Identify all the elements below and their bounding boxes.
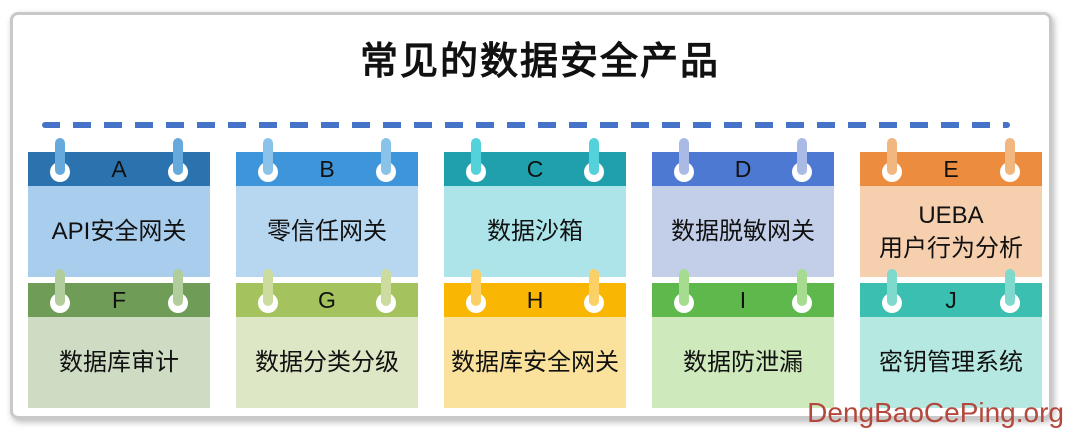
pin-stem: [55, 138, 65, 175]
card-letter: D: [734, 155, 752, 182]
card: B 零信任网关: [236, 138, 418, 277]
binder-pin-icon: [50, 138, 70, 182]
card-letter: F: [111, 286, 127, 313]
binder-pin-icon: [674, 138, 694, 182]
binder-pin-icon: [1000, 138, 1020, 182]
binder-pin-icon: [674, 269, 694, 313]
card: C 数据沙箱: [444, 138, 626, 277]
card: D 数据脱敏网关: [652, 138, 834, 277]
page-title: 常见的数据安全产品: [359, 41, 720, 83]
pin-stem: [381, 138, 391, 175]
card-label: 数据库安全网关: [444, 317, 626, 408]
binder-pin-icon: [168, 138, 188, 182]
card: F 数据库审计: [28, 269, 210, 408]
card-letter: E: [943, 155, 959, 182]
card-letter: I: [739, 286, 747, 313]
binder-pin-icon: [1000, 269, 1020, 313]
pin-stem: [471, 269, 481, 306]
card: J 密钥管理系统: [860, 269, 1042, 408]
card-label: 密钥管理系统: [860, 317, 1042, 408]
pin-stem: [1005, 269, 1015, 306]
card: A API安全网关: [28, 138, 210, 277]
pin-stem: [55, 269, 65, 306]
binder-pin-icon: [466, 138, 486, 182]
watermark: DengBaoCePing.org: [807, 397, 1064, 428]
binder-pin-icon: [376, 138, 396, 182]
binder-pin-icon: [376, 269, 396, 313]
binder-pin-icon: [50, 269, 70, 313]
binder-pin-icon: [258, 138, 278, 182]
pin-stem: [887, 269, 897, 306]
card-label: UEBA 用户行为分析: [860, 186, 1042, 277]
binder-pin-icon: [882, 269, 902, 313]
pin-stem: [173, 269, 183, 306]
card-label: 零信任网关: [236, 186, 418, 277]
cards-row-bottom: F 数据库审计 G 数据分类分级 H 数据库安全网关 I 数据防泄漏 J 密钥管…: [28, 269, 1042, 408]
binder-pin-icon: [584, 269, 604, 313]
binder-pin-icon: [584, 138, 604, 182]
binder-pin-icon: [882, 138, 902, 182]
binder-pin-icon: [258, 269, 278, 313]
card-label: 数据分类分级: [236, 317, 418, 408]
dashed-divider: [42, 122, 1010, 128]
card: E UEBA 用户行为分析: [860, 138, 1042, 277]
card: G 数据分类分级: [236, 269, 418, 408]
card-letter: J: [945, 286, 957, 313]
card: I 数据防泄漏: [652, 269, 834, 408]
binder-pin-icon: [466, 269, 486, 313]
pin-stem: [589, 269, 599, 306]
pin-stem: [589, 138, 599, 175]
binder-pin-icon: [792, 138, 812, 182]
pin-stem: [679, 138, 689, 175]
binder-pin-icon: [792, 269, 812, 313]
cards-row-top: A API安全网关 B 零信任网关 C 数据沙箱 D 数据脱敏网关 E UEBA…: [28, 138, 1042, 277]
card-letter: A: [111, 155, 127, 182]
card-letter: G: [318, 286, 336, 313]
card-letter: H: [526, 286, 544, 313]
pin-stem: [679, 269, 689, 306]
card-label: 数据沙箱: [444, 186, 626, 277]
pin-stem: [797, 269, 807, 306]
pin-stem: [173, 138, 183, 175]
card-label: 数据库审计: [28, 317, 210, 408]
pin-stem: [381, 269, 391, 306]
card-letter: B: [319, 155, 335, 182]
pin-stem: [797, 138, 807, 175]
pin-stem: [263, 269, 273, 306]
card-label: API安全网关: [28, 186, 210, 277]
pin-stem: [263, 138, 273, 175]
pin-stem: [887, 138, 897, 175]
card-letter: C: [526, 155, 544, 182]
pin-stem: [471, 138, 481, 175]
card: H 数据库安全网关: [444, 269, 626, 408]
binder-pin-icon: [168, 269, 188, 313]
card-label: 数据防泄漏: [652, 317, 834, 408]
pin-stem: [1005, 138, 1015, 175]
frame-border: [10, 12, 1052, 419]
card-label: 数据脱敏网关: [652, 186, 834, 277]
